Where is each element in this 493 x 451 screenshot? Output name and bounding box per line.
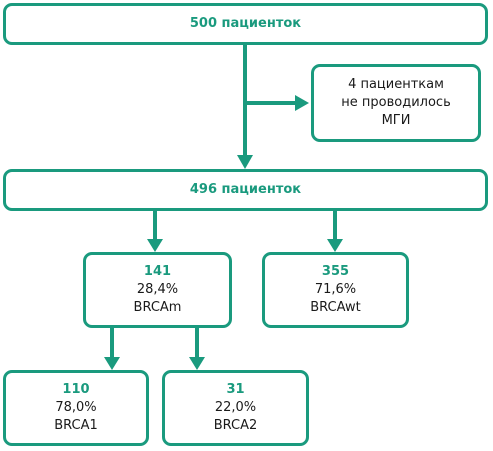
arrowhead-brcam-to-brca1 <box>104 357 120 370</box>
brcawt-count: 355 <box>321 264 350 279</box>
node-brca2: 31 22,0% BRCA2 <box>162 370 309 446</box>
excluded-line-2: не проводилось <box>341 95 451 110</box>
arrowhead-second-to-brcawt <box>327 239 343 252</box>
node-496-patients: 496 пациенток <box>3 169 488 211</box>
brcawt-percent: 71,6% <box>314 282 357 297</box>
node-496-label: 496 пациенток <box>189 182 302 197</box>
excluded-line-1: 4 пациенткам <box>348 77 444 92</box>
node-brcawt: 355 71,6% BRCAwt <box>262 252 409 328</box>
node-brcam: 141 28,4% BRCAm <box>83 252 232 328</box>
brca2-percent: 22,0% <box>214 400 257 415</box>
arrowhead-second-to-brcam <box>147 239 163 252</box>
arrowhead-top-to-second <box>237 155 253 169</box>
brca1-count: 110 <box>62 382 90 397</box>
brca2-count: 31 <box>226 382 245 397</box>
excluded-line-3: МГИ <box>381 113 411 128</box>
brcawt-label: BRCAwt <box>310 300 361 315</box>
brca2-label: BRCA2 <box>213 418 258 433</box>
arrowhead-brcam-to-brca2 <box>189 357 205 370</box>
node-500-patients: 500 пациенток <box>3 3 488 45</box>
node-500-label: 500 пациенток <box>189 16 302 31</box>
brcam-count: 141 <box>143 264 172 279</box>
node-brca1: 110 78,0% BRCA1 <box>3 370 149 446</box>
brca1-percent: 78,0% <box>55 400 97 415</box>
brcam-label: BRCAm <box>133 300 182 315</box>
node-excluded: 4 пациенткам не проводилось МГИ <box>311 64 481 142</box>
brca1-label: BRCA1 <box>54 418 98 433</box>
arrowhead-to-excluded <box>295 95 309 111</box>
brcam-percent: 28,4% <box>136 282 179 297</box>
